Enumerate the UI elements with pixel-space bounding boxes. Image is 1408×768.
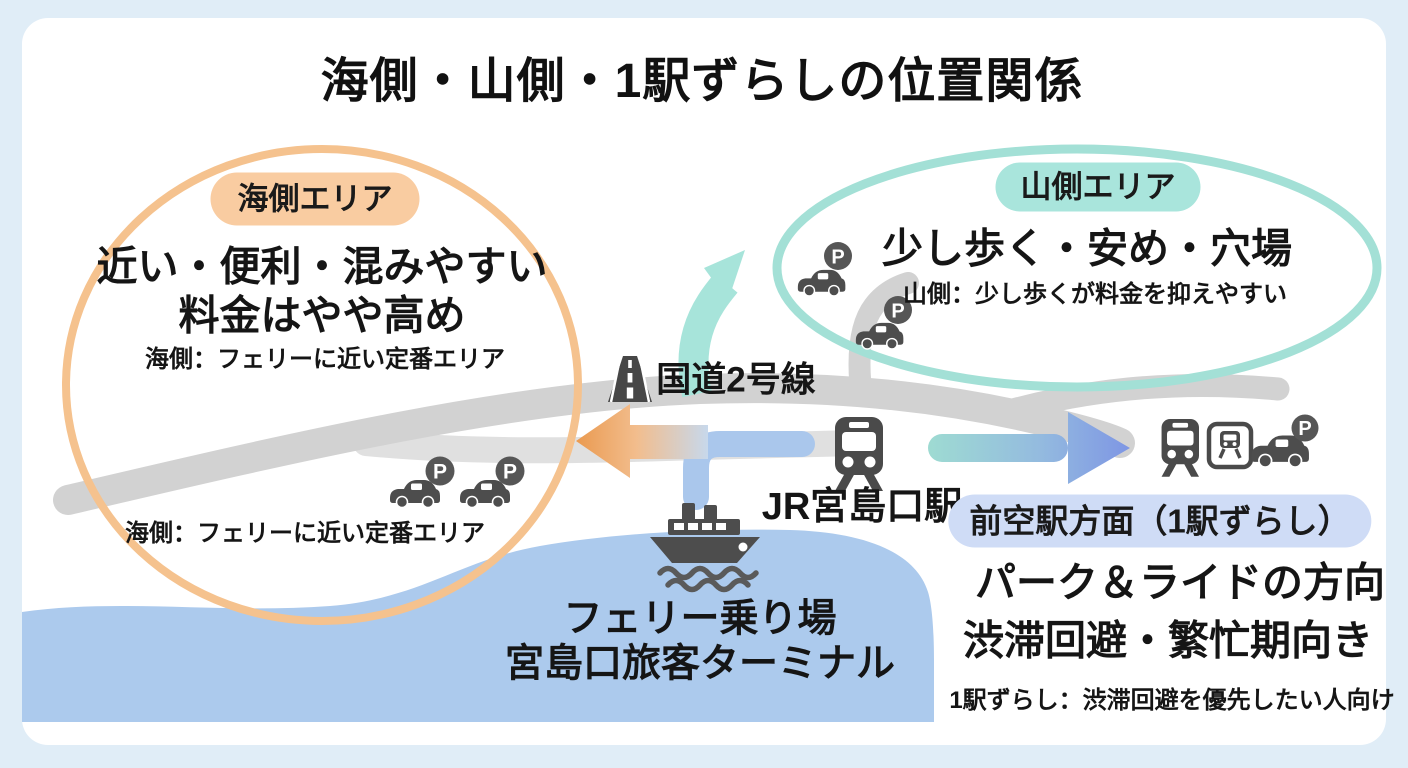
shift-area-feature-line2: 渋滞回避・繁忙期向き — [963, 617, 1373, 664]
sea-water — [22, 529, 934, 722]
sea-area-note-bottom: 海側：フェリーに近い定番エリア — [125, 520, 485, 547]
jr-station-label: JR宮島口駅 — [761, 486, 963, 528]
sea-area-note-top: 海側：フェリーに近い定番エリア — [145, 346, 505, 373]
mountain-area-ellipse — [772, 144, 1382, 392]
svg-text:P: P — [433, 461, 447, 484]
parking-icon: P — [425, 456, 455, 486]
train-icon — [1161, 419, 1199, 477]
parking-icon: P — [824, 242, 852, 270]
page-title: 海側・山側・1駅ずらしの位置関係 — [320, 55, 1084, 108]
mountain-branch-road — [848, 272, 919, 402]
shift-area-note: 1駅ずらし：渋滞回避を優先したい人向け — [949, 687, 1395, 714]
svg-text:P: P — [831, 247, 844, 269]
mountain-area-badge: 山側エリア — [995, 162, 1201, 212]
parking-icon: P — [1291, 414, 1319, 442]
train-icon — [835, 417, 883, 491]
shift-area-feature-line1: パーク＆ライドの方向 — [975, 559, 1385, 606]
route2-label: 国道2号線 — [656, 360, 816, 400]
arrow-to-mountain — [678, 250, 745, 398]
sea-area-circle — [62, 145, 582, 625]
road-icon — [608, 356, 652, 403]
car-icon — [389, 479, 441, 509]
sea-area-feature-line1: 近い・便利・混みやすい — [96, 243, 548, 290]
svg-text:P: P — [503, 461, 517, 484]
car-icon — [459, 479, 511, 509]
parking-icon: P — [495, 456, 525, 486]
ferry-icon — [650, 503, 760, 593]
ferry-terminal-label-line1: フェリー乗り場 — [563, 597, 837, 641]
arrow-to-sea — [576, 404, 708, 478]
shift-area-badge: 前空駅方面（1駅ずらし） — [948, 494, 1372, 548]
sea-area-feature-line2: 料金はやや高め — [178, 292, 466, 339]
svg-text:P: P — [1298, 418, 1311, 440]
car-icon — [797, 269, 847, 297]
mountain-area-feature-line: 少し歩く・安め・穴場 — [882, 225, 1292, 272]
ferry-terminal-label-line2: 宮島口旅客ターミナル — [504, 642, 896, 686]
mountain-area-note: 山側：少し歩くが料金を抑えやすい — [903, 281, 1287, 308]
route2-road — [53, 373, 1135, 515]
parking-icon: P — [884, 296, 912, 324]
sea-area-badge: 海側エリア — [210, 172, 420, 226]
station-icon — [1206, 421, 1254, 470]
arrow-to-maezora — [928, 412, 1130, 484]
svg-text:P: P — [891, 301, 904, 323]
